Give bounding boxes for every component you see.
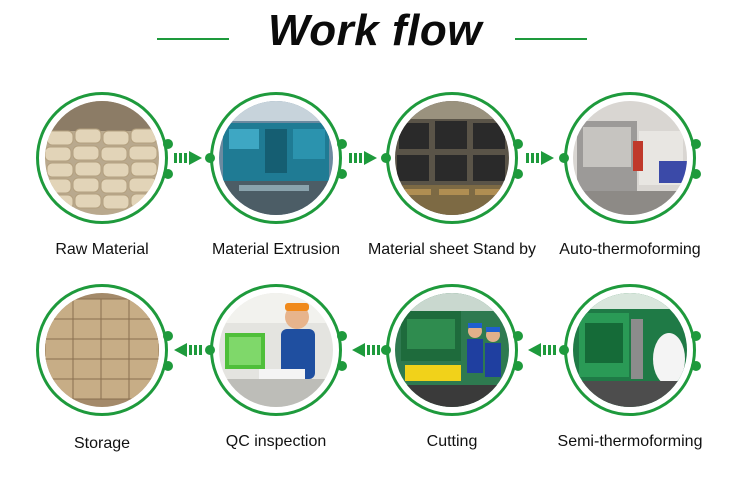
step-auto-thermoforming <box>559 92 701 224</box>
qc-inspection-worker-photo <box>219 293 333 407</box>
extrusion-machine-photo <box>219 101 333 215</box>
step-label: Semi-thermoforming <box>557 433 703 450</box>
page-title-line-right <box>515 38 587 40</box>
step-semi-thermoforming <box>559 284 701 416</box>
step-label: Material Extrusion <box>211 241 341 258</box>
step-label: QC inspection <box>225 433 327 450</box>
step-material-sheet-stand-by <box>381 92 523 224</box>
triple-chevron-right-icon <box>349 151 377 165</box>
raw-material-sacks-photo <box>45 101 159 215</box>
step-label: Raw Material <box>55 241 149 258</box>
step-raw-material <box>36 92 173 224</box>
semi-thermoforming-photo <box>573 293 687 407</box>
step-label: Cutting <box>426 433 478 450</box>
triple-chevron-left-icon <box>352 343 380 357</box>
step-storage <box>36 284 173 416</box>
page-title: Work flow <box>268 6 482 55</box>
step-qc-inspection <box>205 284 347 416</box>
triple-chevron-left-icon <box>528 343 556 357</box>
triple-chevron-left-icon <box>174 343 202 357</box>
triple-chevron-right-icon <box>174 151 202 165</box>
step-label: Storage <box>73 435 131 452</box>
step-label: Auto-thermoforming <box>559 241 701 258</box>
sheet-rolls-photo <box>395 101 509 215</box>
step-material-extrusion <box>205 92 347 224</box>
step-cutting <box>381 284 523 416</box>
thermoforming-machine-photo <box>573 101 687 215</box>
triple-chevron-right-icon <box>526 151 554 165</box>
page-title-line-left <box>157 38 229 40</box>
cutting-workers-photo <box>395 293 509 407</box>
step-label: Material sheet Stand by <box>367 241 537 258</box>
storage-boxes-photo <box>45 293 159 407</box>
